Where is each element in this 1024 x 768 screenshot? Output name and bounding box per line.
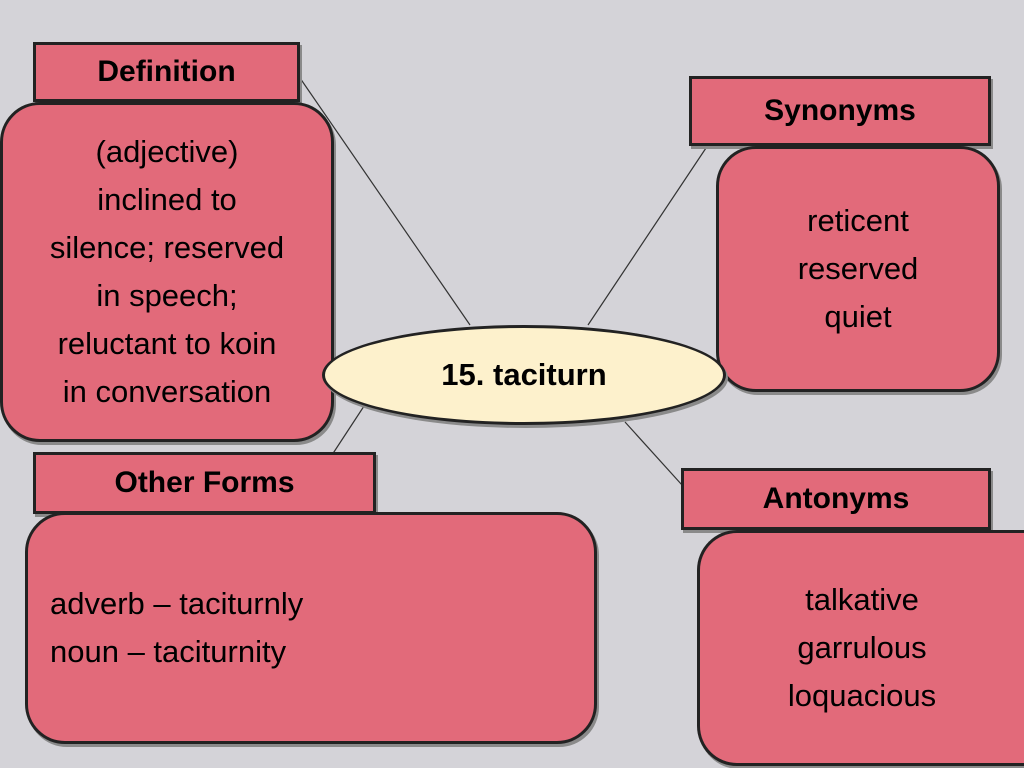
definition-line: inclined to	[97, 182, 237, 217]
synonym-item: quiet	[824, 299, 892, 334]
synonyms-box: reticent reserved quiet	[716, 146, 1000, 392]
definition-box: (adjective) inclined to silence; reserve…	[0, 102, 334, 442]
connector-definition	[299, 77, 471, 326]
connector-other-forms	[329, 399, 369, 459]
definition-label: Definition	[33, 42, 300, 102]
connector-synonyms	[587, 144, 709, 326]
antonym-item: garrulous	[797, 630, 927, 665]
other-forms-label: Other Forms	[33, 452, 376, 514]
connector-antonyms	[624, 421, 683, 486]
antonym-item: talkative	[805, 582, 919, 617]
synonym-item: reticent	[807, 203, 909, 238]
center-term: 15. taciturn	[322, 325, 726, 425]
antonym-item: loquacious	[787, 678, 937, 713]
other-forms-box: adverb – taciturnly noun – taciturnity	[25, 512, 597, 744]
synonym-item: reserved	[797, 251, 919, 286]
antonyms-box: talkative garrulous loquacious	[697, 530, 1024, 766]
antonyms-label: Antonyms	[681, 468, 991, 530]
definition-line: (adjective)	[95, 134, 239, 169]
definition-line: reluctant to koin	[57, 326, 277, 361]
definition-line: silence; reserved	[49, 230, 285, 265]
definition-line: in speech;	[96, 278, 238, 313]
definition-line: in conversation	[62, 374, 272, 409]
other-form-item: adverb – taciturnly	[50, 586, 304, 621]
other-form-item: noun – taciturnity	[50, 634, 287, 669]
synonyms-label: Synonyms	[689, 76, 991, 146]
